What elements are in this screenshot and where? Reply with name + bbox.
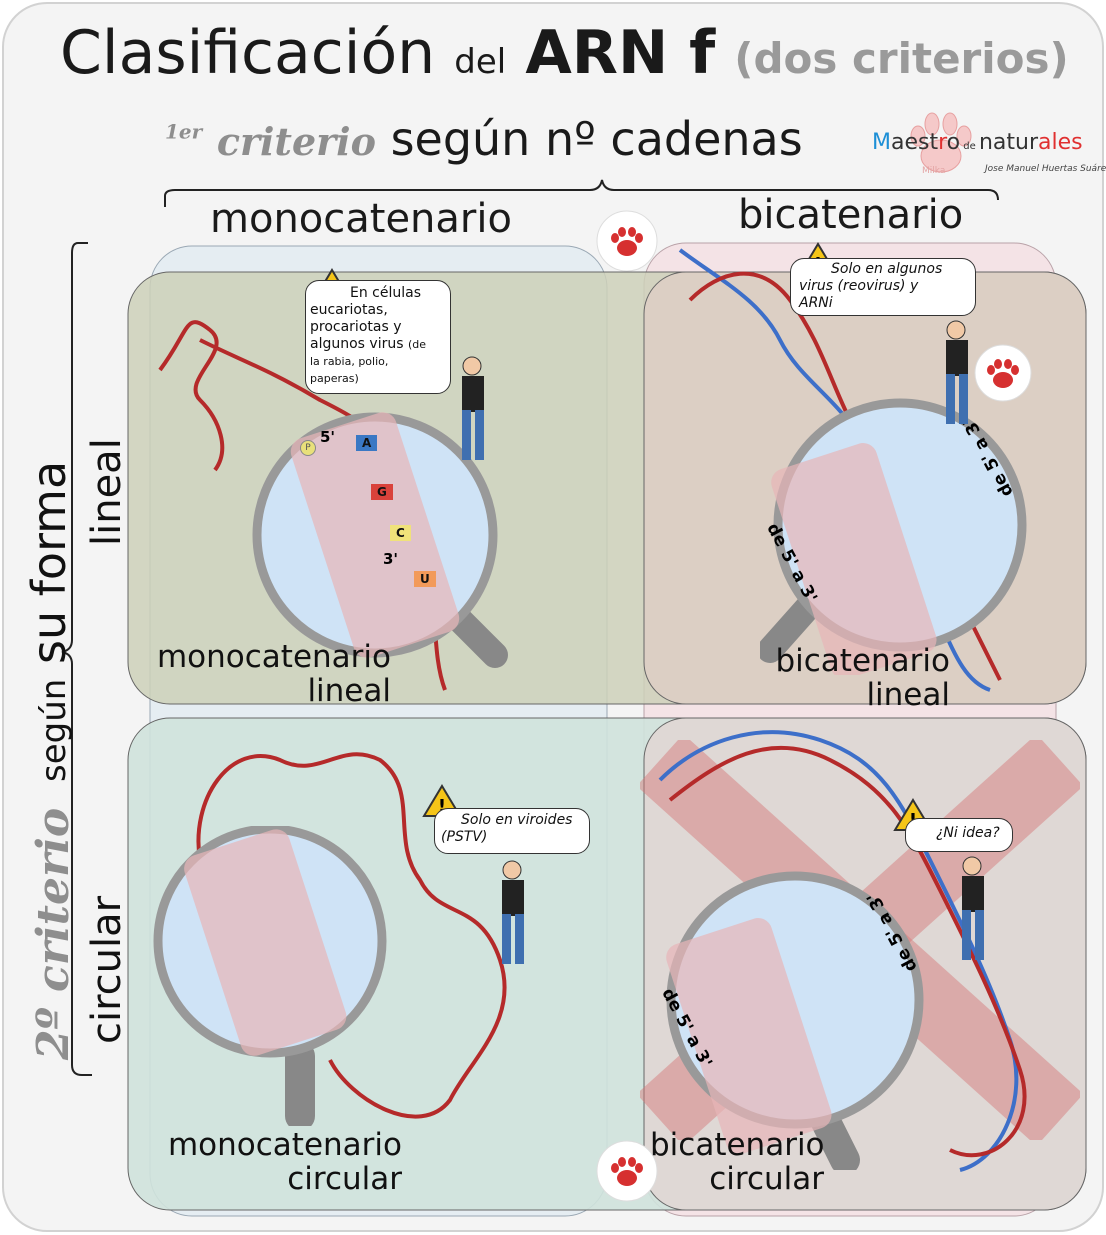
teacher-figure-icon	[462, 356, 484, 460]
criterion-1-text: según nº cadenas	[390, 112, 803, 166]
criterion-1-word: criterio	[216, 119, 376, 164]
title-word-clasificacion: Clasificación	[60, 18, 436, 88]
criterion-1-heading: 1er criterio según nº cadenas	[165, 112, 803, 166]
note-mono-lineal: En células eucariotas, procariotas y alg…	[305, 280, 451, 394]
criterion-1-ordinal: 1er	[165, 119, 203, 144]
base-c: C	[390, 525, 411, 541]
magnifier-bi-circular	[666, 871, 924, 1170]
brand-author: Jose Manuel Huertas Suárez	[985, 164, 1106, 174]
column-header-monocatenario: monocatenario	[210, 196, 512, 242]
teacher-figure-icon-bi-circular	[962, 856, 984, 960]
caption-bi-circular: bicatenario circular	[650, 1127, 825, 1197]
label-5prime: 5'	[320, 428, 336, 446]
caption-mono-circular: monocatenario circular	[167, 1127, 402, 1197]
note-bi-lineal: Solo en algunos virus (reovirus) y ARNi	[790, 258, 976, 316]
title-word-arn: ARN f	[525, 18, 716, 88]
note-bi-circular: ¿Ni idea?	[905, 818, 1013, 852]
phosphate-icon: P	[300, 440, 316, 456]
teacher-figure-icon-bi-lineal	[946, 320, 968, 424]
base-g: G	[371, 484, 393, 500]
base-a: A	[356, 435, 378, 451]
teacher-figure-icon-mono-circular	[502, 860, 524, 964]
caption-bi-lineal: bicatenario lineal	[775, 643, 950, 713]
magnifier-bi-lineal	[760, 398, 1027, 675]
caption-mono-lineal: monocatenario lineal	[156, 639, 391, 709]
note-mono-circular: Solo en viroides (PSTV)	[434, 808, 590, 854]
svg-text:!: !	[438, 796, 446, 817]
brand-logo-text: Maestro de naturales	[872, 130, 1083, 155]
mini-paw-logo-icon	[596, 210, 658, 272]
mini-paw-logo-icon-bottom	[596, 1140, 658, 1202]
brand-watermark: Milka	[922, 166, 946, 176]
base-u: U	[414, 571, 436, 587]
title-word-del: del	[454, 42, 507, 82]
main-title: Clasificación del ARN f (dos criterios)	[60, 18, 1069, 88]
paw-watermark-icon	[910, 112, 972, 173]
mini-paw-logo-icon-right	[974, 344, 1032, 402]
magnifier-mono-lineal	[252, 412, 508, 668]
title-subtitle: (dos criterios)	[734, 34, 1069, 83]
label-3prime: 3'	[383, 550, 399, 568]
column-header-bicatenario: bicatenario	[738, 192, 964, 238]
magnifier-mono-circular	[153, 826, 387, 1126]
